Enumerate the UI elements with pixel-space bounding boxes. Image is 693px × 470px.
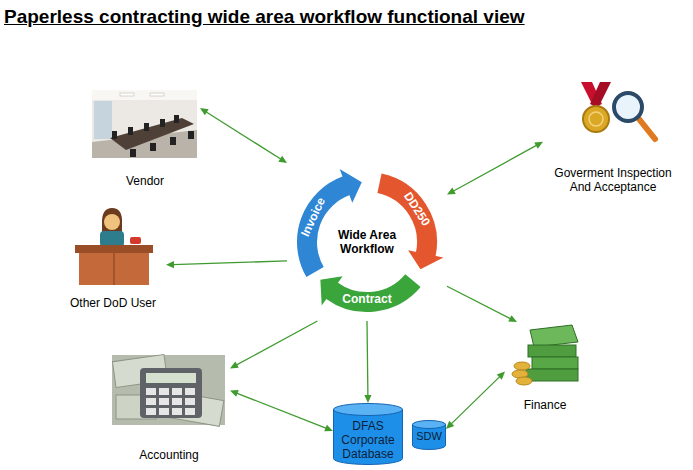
- telephone: [130, 237, 141, 244]
- diagram-title: Paperless contracting wide area workflow…: [4, 6, 525, 28]
- gold-coin: [514, 362, 530, 370]
- chair: [112, 131, 117, 139]
- calculator-key: [172, 388, 182, 395]
- arrowhead: [200, 108, 209, 115]
- cash-stack: [528, 345, 576, 357]
- chair: [150, 143, 156, 151]
- arrowhead: [364, 395, 371, 403]
- node-label: Accounting: [139, 448, 198, 462]
- database-label: DFAS Corporate Database: [335, 419, 401, 461]
- node-label: Vendor: [126, 174, 164, 188]
- desk-line: [113, 253, 115, 285]
- arrowhead: [278, 156, 287, 163]
- cycle-arrowhead: [340, 169, 362, 203]
- medal-ring: [589, 112, 603, 126]
- magnifier-handle: [639, 119, 655, 139]
- conference-table: [110, 118, 194, 150]
- user-head: [104, 214, 120, 230]
- database-label: SDW: [414, 430, 444, 443]
- gold-coin: [516, 377, 532, 385]
- calculator-key: [159, 398, 169, 405]
- calculator-key: [172, 408, 182, 415]
- calculator-key: [146, 408, 156, 415]
- cylinder-body: [334, 409, 403, 465]
- actor-node: Vendor: [90, 88, 200, 188]
- actor-node: Other DoD User: [60, 205, 166, 310]
- room-ceiling: [92, 90, 197, 100]
- chair: [170, 137, 176, 145]
- calculator-key: [185, 388, 195, 395]
- workflow-cycle: Wide Area WorkflowInvoiceDD250Contract: [287, 163, 447, 321]
- ceiling-light: [150, 93, 164, 96]
- desk-top: [75, 245, 153, 253]
- chair: [188, 131, 194, 139]
- flow-connector: [366, 321, 368, 396]
- ceiling-light: [120, 93, 134, 96]
- cash-stack: [532, 357, 578, 369]
- cycle-center-label: Wide Area Workflow: [325, 228, 409, 256]
- cylinder-text-box: SDW: [412, 420, 446, 443]
- desk-body: [79, 253, 149, 285]
- actor-node: Finance: [505, 322, 585, 412]
- calculator-key: [185, 408, 195, 415]
- calculator: [140, 368, 202, 418]
- database-cylinder: DFAS Corporate Database: [333, 403, 403, 465]
- node-label: Finance: [524, 398, 567, 412]
- user-body: [100, 231, 124, 247]
- chair: [128, 127, 133, 135]
- flow-connector: [453, 145, 537, 191]
- actor-node: Accounting: [108, 352, 230, 462]
- chair: [130, 149, 136, 157]
- room-wall: [92, 90, 197, 158]
- arrowhead: [166, 261, 174, 268]
- cylinder-top: [334, 404, 403, 416]
- flow-connector: [447, 286, 511, 319]
- node-label: Goverment Inspection And Acceptance: [549, 166, 677, 194]
- cycle-arrowhead: [320, 276, 342, 305]
- cash-stack: [526, 369, 578, 381]
- database-cylinder: SDW: [412, 420, 446, 450]
- calculator-key: [159, 388, 169, 395]
- cycle-arrowhead: [408, 250, 443, 269]
- room-window: [94, 101, 112, 139]
- chair: [160, 119, 165, 127]
- calculator-key: [146, 398, 156, 405]
- medal: [583, 106, 609, 132]
- chair: [144, 123, 149, 131]
- cylinder-top: [413, 421, 446, 429]
- calculator-key: [146, 388, 156, 395]
- magnifier-glass: [614, 93, 642, 121]
- flow-connector: [173, 261, 287, 265]
- flow-connector: [236, 321, 317, 365]
- cycle-arrow-label: Contract: [342, 292, 391, 306]
- cash-bill: [530, 325, 578, 347]
- calculator-key: [172, 398, 182, 405]
- flow-connector: [237, 393, 327, 428]
- actor-node: Goverment Inspection And Acceptance: [543, 78, 683, 194]
- flow-connector: [206, 112, 281, 160]
- node-label: Other DoD User: [70, 296, 156, 310]
- calculator-key: [159, 408, 169, 415]
- calculator-display: [146, 373, 196, 383]
- cylinder-text-box: DFAS Corporate Database: [333, 403, 403, 461]
- medal-ribbon: [590, 82, 611, 108]
- calculator-key: [185, 398, 195, 405]
- flow-connector: [451, 376, 500, 424]
- chair: [174, 115, 179, 123]
